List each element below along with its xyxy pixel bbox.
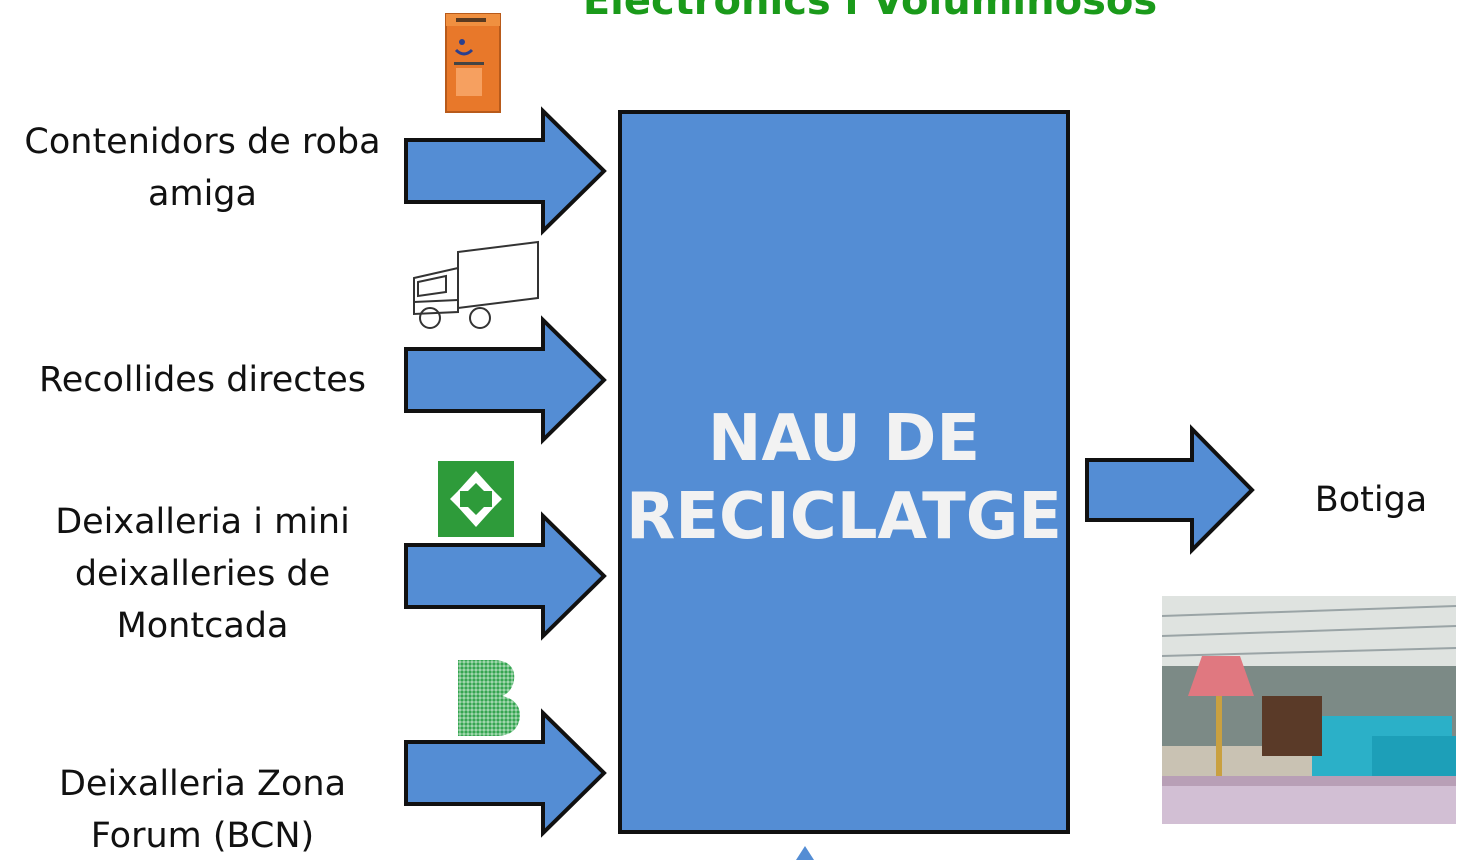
- input-label-line: Deixalleria i mini: [55, 502, 350, 542]
- input-label-line: Recollides directes: [38, 360, 367, 400]
- partial-arrow-bottom: [796, 846, 814, 860]
- input-label-zona-forum: Deixalleria Zona Forum (BCN): [0, 758, 405, 862]
- recycling-warehouse-label: NAU DE RECICLATGE: [622, 400, 1066, 556]
- input-label-line: Forum (BCN): [90, 816, 315, 856]
- input-label-deixalleria-montcada: Deixalleria i mini deixalleries de Montc…: [0, 496, 405, 652]
- input-arrow-2: [404, 315, 607, 445]
- input-label-roba-amiga: Contenidors de roba amiga: [0, 116, 405, 220]
- clothing-container-icon: [445, 13, 501, 113]
- warehouse-label-line: RECICLATGE: [626, 480, 1062, 554]
- output-label-botiga: Botiga: [1314, 480, 1428, 520]
- input-label-line: Contenidors de roba: [24, 122, 381, 162]
- diagram-title: Electrònics i Voluminosos: [582, 0, 1158, 24]
- shop-photo: [1162, 596, 1456, 824]
- input-label-line: deixalleries de: [74, 554, 331, 594]
- truck-icon: [413, 240, 539, 329]
- input-label-line: Montcada: [116, 606, 289, 646]
- input-arrow-1: [404, 106, 607, 236]
- input-arrow-3: [404, 511, 607, 641]
- input-label-recollides: Recollides directes: [0, 354, 405, 406]
- output-arrow: [1085, 424, 1255, 555]
- recycling-arrows-icon: [438, 461, 514, 537]
- input-label-line: amiga: [148, 174, 257, 214]
- input-arrow-4: [404, 708, 607, 838]
- input-label-line: Deixalleria Zona: [58, 764, 347, 804]
- b-logo-icon: [458, 660, 520, 736]
- recycling-warehouse-box: NAU DE RECICLATGE: [618, 110, 1070, 834]
- warehouse-label-line: NAU DE: [707, 402, 981, 476]
